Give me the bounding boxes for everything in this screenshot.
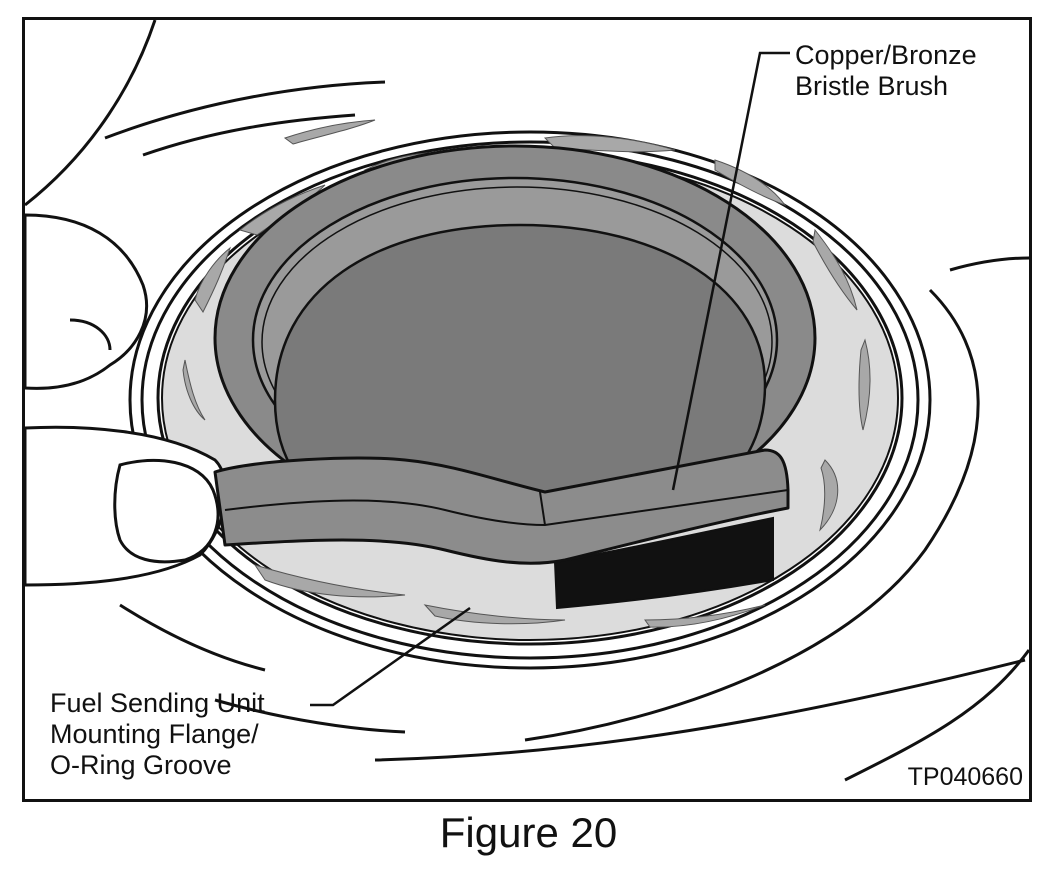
hand-icon: [25, 213, 228, 587]
tank-contours: [25, 20, 1029, 782]
flange-deposits: [182, 119, 871, 628]
figure-caption: Figure 20: [439, 809, 618, 856]
illustration-frame: Copper/Bronze Bristle Brush Fuel Sending…: [22, 17, 1032, 802]
figure-code: TP040660: [907, 763, 1023, 791]
wire-brush-icon: [213, 448, 790, 610]
flange-callout-label: Fuel Sending Unit Mounting Flange/ O-Rin…: [50, 688, 265, 780]
brush-callout-label: Copper/Bronze Bristle Brush: [795, 40, 977, 101]
brush-handle: [213, 448, 790, 565]
illustration-svg: [25, 20, 1029, 782]
brush-bristles: [553, 516, 774, 610]
leader-lines: [310, 51, 790, 707]
